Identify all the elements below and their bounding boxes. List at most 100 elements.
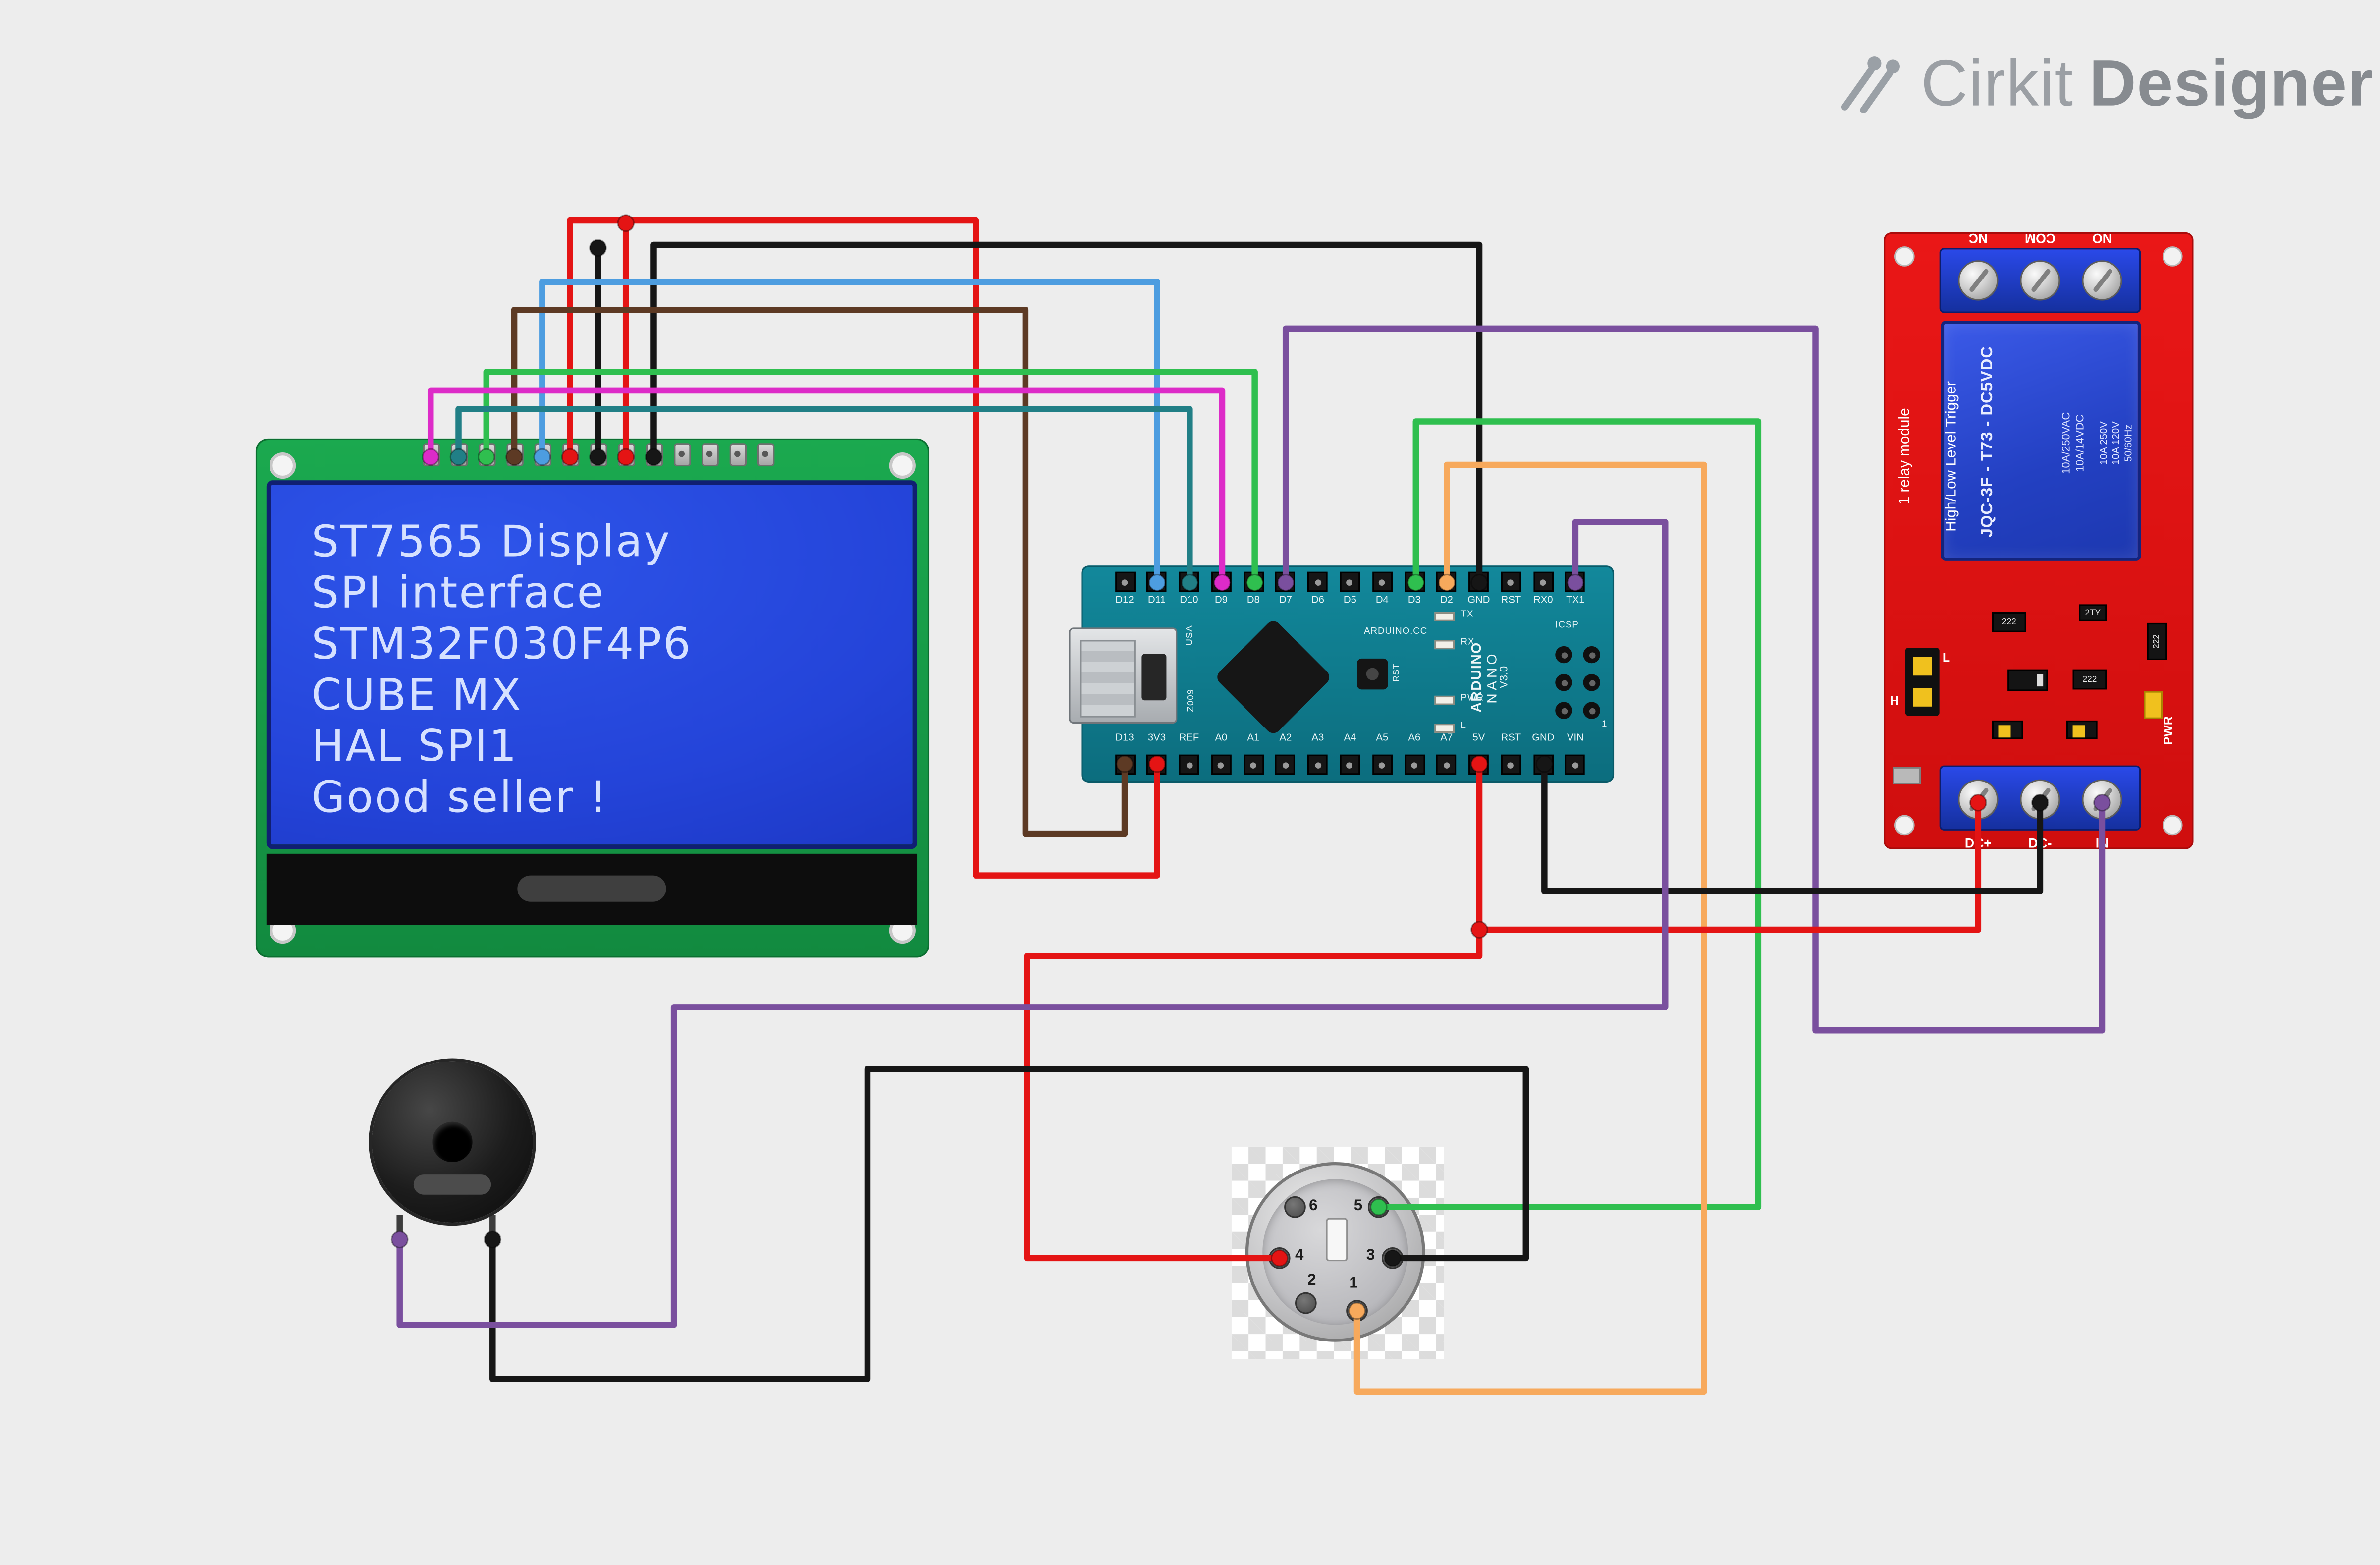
wire-relay-gnd-black[interactable]: [1541, 761, 2044, 894]
trigger-jumper[interactable]: [1905, 647, 1940, 716]
wire-endpoint-relay-5v-red: [1470, 755, 1488, 773]
icsp-pin[interactable]: [1555, 674, 1572, 691]
ps2-pin-number-2: 2: [1307, 1272, 1316, 1289]
terminal-screw-com[interactable]: [2020, 260, 2060, 301]
top-pin-rx0[interactable]: [1533, 571, 1554, 592]
reset-button[interactable]: [1357, 658, 1388, 690]
lcd-flex-band: [266, 853, 918, 925]
relay-component: JQC-3F - T73 - DC5VDC 10A/250VAC 10A/14V…: [1941, 321, 2141, 561]
bottom-pin-ref[interactable]: [1179, 754, 1199, 775]
lcd-pad-12[interactable]: [729, 443, 746, 467]
icsp-pin[interactable]: [1583, 702, 1600, 719]
icsp-pin[interactable]: [1583, 674, 1600, 691]
usb-connector: [1069, 627, 1178, 724]
bottom-pin-label-a7: A7: [1440, 732, 1453, 744]
lcd-pad-13[interactable]: [757, 443, 774, 467]
wire-endpoint-lcd-vcc-red: [1148, 755, 1166, 773]
wire-lcd-rst-magenta[interactable]: [427, 387, 1226, 586]
ps2-pin-number-4: 4: [1295, 1247, 1304, 1265]
smd-transistor: 2TY: [2079, 604, 2107, 621]
lcd-text-line: SPI interface: [311, 567, 605, 618]
smd-diode: [2007, 669, 2048, 691]
wire-endpoint-buzzer-gnd-black: [1384, 1249, 1402, 1267]
icsp-pin[interactable]: [1555, 702, 1572, 719]
wire-lcd-cs-brown[interactable]: [511, 307, 1128, 837]
bottom-pin-label-a0: A0: [1215, 732, 1228, 744]
bottom-pin-a3[interactable]: [1307, 754, 1328, 775]
wire-lcd-dc-teal[interactable]: [455, 406, 1193, 586]
wire-endpoint-lcd-gnd-black: [645, 448, 663, 466]
top-pin-d4[interactable]: [1372, 571, 1393, 592]
smd-label: 222: [2002, 617, 2016, 627]
wire-ps2-5v-red[interactable]: [1024, 926, 1483, 1262]
arduino-cc-label: ARDUINO.CC: [1364, 627, 1428, 637]
bottom-pin-label-a5: A5: [1376, 732, 1389, 744]
icsp-pin[interactable]: [1555, 646, 1572, 664]
bottom-pin-a7[interactable]: [1436, 754, 1457, 775]
ps2-pin-number-6: 6: [1309, 1197, 1318, 1215]
bottom-pin-label-d13: D13: [1115, 732, 1134, 744]
wire-lcd-vcc-red[interactable]: [567, 217, 1160, 879]
bottom-pin-a0[interactable]: [1211, 754, 1232, 775]
smd-resistor-yellow: [2066, 720, 2098, 739]
terminal-screw-no[interactable]: [2082, 260, 2122, 301]
smd-capacitor: [1893, 767, 1921, 784]
bottom-pin-a6[interactable]: [1404, 754, 1425, 775]
lcd-text-line: HAL SPI1: [311, 720, 518, 772]
top-pin-d6[interactable]: [1307, 571, 1328, 592]
top-pin-d5[interactable]: [1340, 571, 1360, 592]
bottom-pin-a5[interactable]: [1372, 754, 1393, 775]
mounting-hole: [1894, 246, 1915, 267]
wire-relay-in-purple[interactable]: [1282, 325, 2106, 1034]
wire-lcd-gnd-black[interactable]: [650, 241, 1483, 586]
wire-lcd-sck-blue[interactable]: [539, 279, 1160, 586]
bottom-pin-a2[interactable]: [1275, 754, 1296, 775]
top-pin-label-tx1: TX1: [1566, 595, 1585, 606]
brand-logo: Cirkit Designer: [1834, 47, 2374, 121]
top-pin-label-d12: D12: [1115, 595, 1134, 606]
top-pin-label-d11: D11: [1148, 595, 1166, 606]
jumper-h-label: H: [1890, 694, 1899, 708]
buzzer-slot: [413, 1174, 491, 1195]
wire-endpoint-lcd-cs-brown: [505, 448, 523, 466]
bottom-pin-rst[interactable]: [1501, 754, 1521, 775]
wire-buzzer-sig-purple[interactable]: [396, 519, 1669, 1328]
top-pin-d12[interactable]: [1114, 571, 1135, 592]
buzzer[interactable]: [372, 1061, 533, 1223]
wire-ps2-clock-green[interactable]: [1375, 418, 1762, 1210]
wire-buzzer-gnd-black[interactable]: [489, 1066, 1529, 1383]
wire-relay-5v-red[interactable]: [1476, 761, 1982, 933]
mounting-hole: [270, 452, 296, 479]
top-pin-rst[interactable]: [1501, 571, 1521, 592]
smd-resistor: 222: [1992, 612, 2026, 632]
terminal-screw-nc[interactable]: [1958, 260, 1999, 301]
bottom-pin-a1[interactable]: [1243, 754, 1264, 775]
bottom-pin-vin[interactable]: [1565, 754, 1586, 775]
lcd-display-module[interactable]: ST7565 Display SPI interface STM32F030F4…: [255, 438, 930, 958]
top-pin-label-d4: D4: [1375, 595, 1389, 606]
mounting-hole: [2162, 246, 2183, 267]
lcd-text-line: CUBE MX: [311, 669, 523, 721]
ps2-pin-2[interactable]: [1295, 1292, 1317, 1314]
ps2-pin-6[interactable]: [1284, 1196, 1306, 1218]
top-pin-label-rx0: RX0: [1533, 595, 1553, 606]
wire-endpoint-relay-5v-red: [1969, 793, 1987, 812]
bottom-pin-a4[interactable]: [1340, 754, 1360, 775]
wire-endpoint-lcd-sck-blue: [533, 448, 551, 466]
wire-endpoint-lcd-vcc2-red: [617, 214, 635, 232]
cirkit-logo-icon: [1841, 56, 1900, 114]
power-led: [2144, 691, 2163, 719]
ps2-pin-number-3: 3: [1366, 1247, 1375, 1265]
wire-lcd-mosi-green[interactable]: [483, 369, 1258, 586]
bottom-pin-label-a3: A3: [1311, 732, 1324, 744]
pwr-label: PWR: [1460, 694, 1484, 704]
lcd-pad-10[interactable]: [673, 443, 690, 467]
icsp-pin[interactable]: [1583, 646, 1600, 664]
lcd-text-line: Good seller !: [311, 772, 609, 823]
lcd-pad-11[interactable]: [701, 443, 718, 467]
buzzer-sound-hole: [432, 1121, 473, 1163]
l-led: [1434, 724, 1455, 733]
